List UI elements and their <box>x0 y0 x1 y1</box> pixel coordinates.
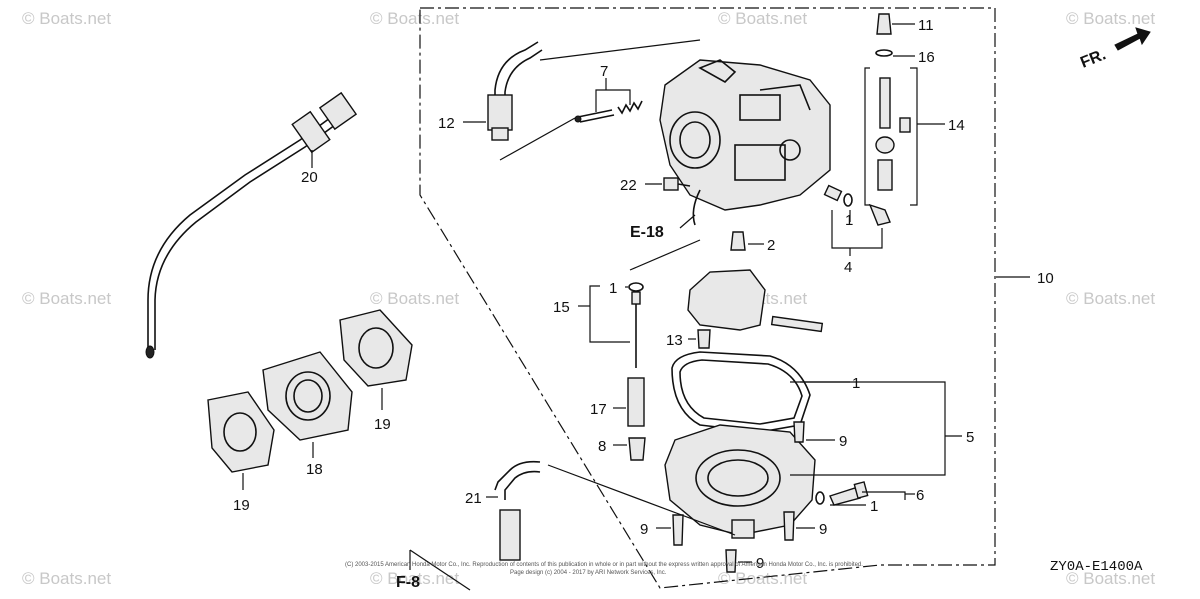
watermark-layer: © Boats.net © Boats.net © Boats.net © Bo… <box>22 9 1155 588</box>
drain-screw-6 <box>815 481 869 506</box>
intake-insulator <box>262 351 353 441</box>
screw-9-upper <box>793 421 805 443</box>
watermark: © Boats.net <box>22 289 111 308</box>
screw-9-right <box>783 511 795 541</box>
callout-16: 16 <box>918 49 935 66</box>
float-valve-set <box>875 13 911 191</box>
callout-9: 9 <box>819 521 827 538</box>
intake-gasket-right <box>339 309 413 387</box>
reference-f8: F-8 <box>396 574 420 591</box>
copyright-line: (C) 2003-2015 American Honda Motor Co., … <box>345 562 863 568</box>
callout-12: 12 <box>438 115 455 132</box>
callout-21: 21 <box>465 490 482 507</box>
watermark: © Boats.net <box>370 289 459 308</box>
callout-11: 11 <box>918 17 934 34</box>
drain-screw <box>730 231 746 251</box>
watermark: © Boats.net <box>1066 9 1155 28</box>
diagram-code: ZY0A-E1400A <box>1050 559 1143 575</box>
callout-9: 9 <box>839 433 847 450</box>
pilot-screw <box>574 100 643 123</box>
watermark: © Boats.net <box>718 569 807 588</box>
watermark: © Boats.net <box>718 9 807 28</box>
callout-20: 20 <box>301 169 318 186</box>
float-chamber-gasket <box>671 351 811 433</box>
callout-9: 9 <box>640 521 648 538</box>
callout-2: 2 <box>767 237 775 254</box>
watermark: © Boats.net <box>370 569 459 588</box>
callout-19: 19 <box>374 416 391 433</box>
front-arrow: FR. <box>1078 27 1151 72</box>
watermark: © Boats.net <box>22 569 111 588</box>
main-jet <box>628 437 646 461</box>
screw-9-bottom <box>725 549 737 573</box>
callout-7: 7 <box>600 63 608 80</box>
callout-4: 4 <box>844 259 852 276</box>
callout-8: 8 <box>598 438 606 455</box>
callout-15: 15 <box>553 299 570 316</box>
callout-1: 1 <box>852 375 860 392</box>
callout-17: 17 <box>590 401 607 418</box>
carburetor-assembly-boundary <box>419 7 996 589</box>
callout-1: 1 <box>870 498 878 515</box>
callout-1: 1 <box>845 212 853 229</box>
callout-6: 6 <box>916 487 924 504</box>
carburetor-body <box>659 59 831 226</box>
screw-22 <box>663 177 691 191</box>
front-marker: FR. <box>1078 46 1108 71</box>
air-screw <box>823 184 891 226</box>
intake-gasket-left <box>207 391 275 473</box>
callout-19: 19 <box>233 497 250 514</box>
float <box>687 269 824 333</box>
callout-18: 18 <box>306 461 323 478</box>
watermark: © Boats.net <box>1066 569 1155 588</box>
float-chamber <box>664 424 816 539</box>
callout-13: 13 <box>666 332 683 349</box>
screw-9-left <box>672 514 684 546</box>
callout-5: 5 <box>966 429 974 446</box>
needle-jet-holder <box>627 377 645 427</box>
fuel-elbow <box>487 41 543 141</box>
callout-1: 1 <box>609 280 617 297</box>
watermark: © Boats.net <box>1066 289 1155 308</box>
main-nozzle <box>628 282 644 368</box>
callout-22: 22 <box>620 177 637 194</box>
watermark: © Boats.net <box>370 9 459 28</box>
screw-13 <box>697 329 711 349</box>
throttle-cable <box>145 91 358 359</box>
page-design-credit: Page design (c) 2004 - 2017 by ARI Netwo… <box>510 570 667 576</box>
reference-e18: E-18 <box>630 224 664 241</box>
callout-9: 9 <box>756 555 764 572</box>
watermark: © Boats.net <box>22 9 111 28</box>
drain-tube <box>494 460 541 561</box>
callout-10: 10 <box>1037 270 1054 287</box>
callout-14: 14 <box>948 117 965 134</box>
